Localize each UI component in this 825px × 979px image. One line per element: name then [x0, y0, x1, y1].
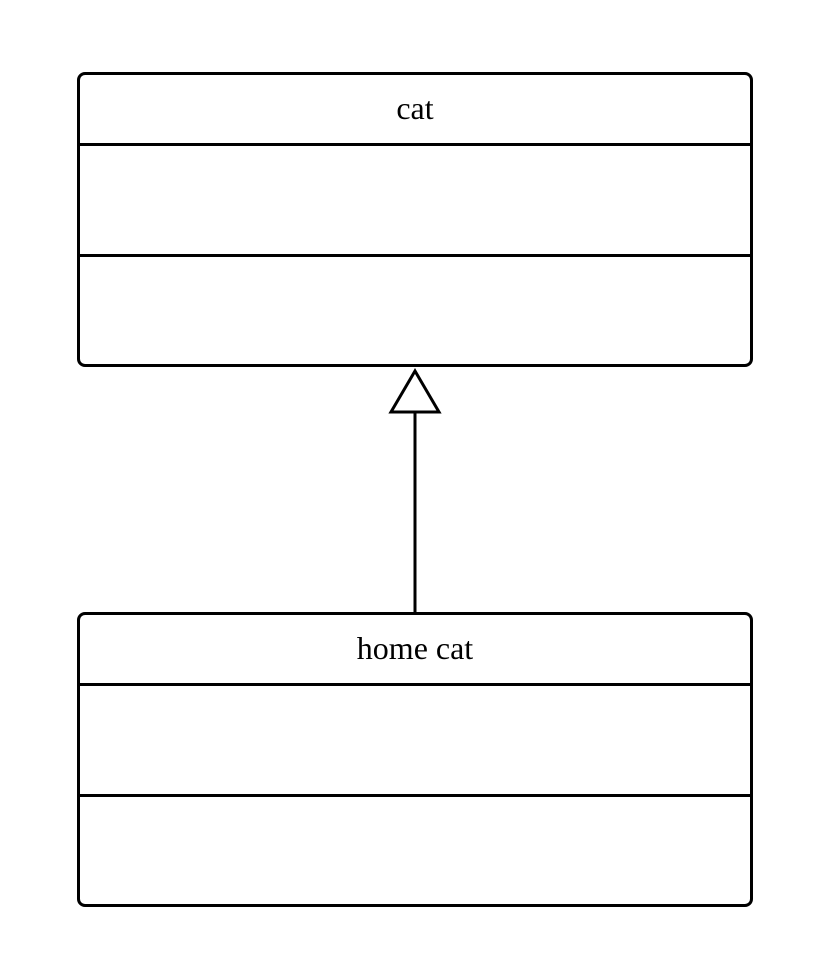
class-methods-home-cat [80, 797, 750, 904]
class-name-home-cat: home cat [80, 615, 750, 686]
class-name-cat: cat [80, 75, 750, 146]
class-box-home-cat[interactable]: home cat [77, 612, 753, 907]
class-attributes-home-cat [80, 686, 750, 797]
class-methods-cat [80, 257, 750, 364]
class-attributes-cat [80, 146, 750, 257]
generalization-arrowhead-icon [388, 368, 442, 414]
class-box-cat[interactable]: cat [77, 72, 753, 367]
